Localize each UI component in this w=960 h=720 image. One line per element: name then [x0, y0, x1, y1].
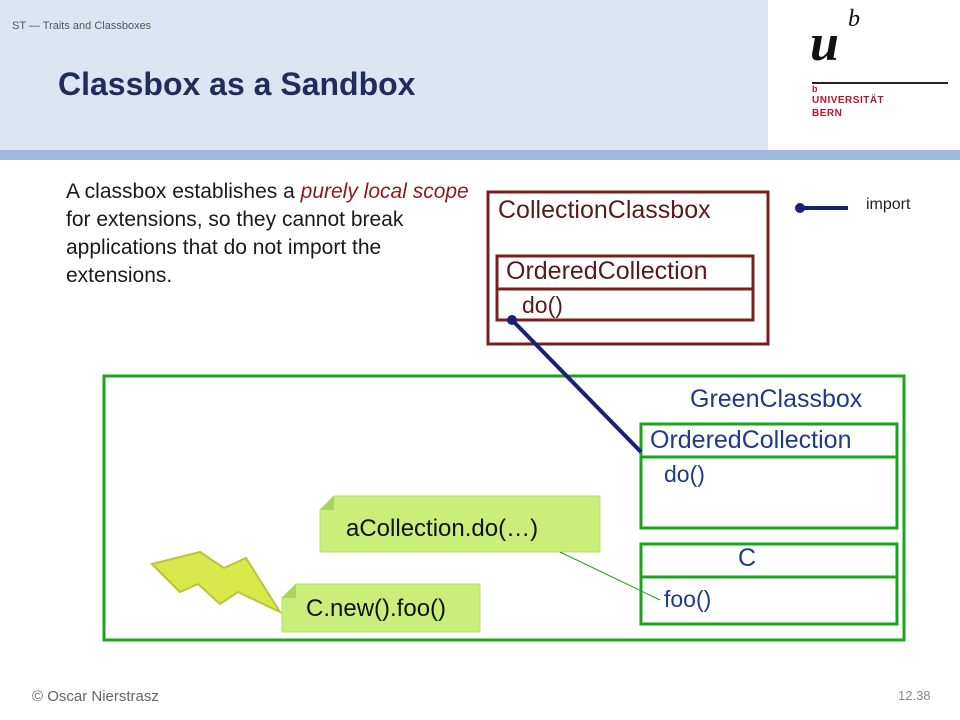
green-class2-body	[639, 575, 899, 626]
footer-author: © Oscar Nierstrasz	[32, 688, 159, 705]
note2-text: C.new().foo()	[306, 595, 447, 622]
import-link-dot	[507, 315, 517, 325]
green-class2-method: foo()	[664, 586, 712, 612]
logo-small-b: b	[812, 84, 818, 94]
green-classbox-frame	[102, 374, 906, 642]
body-text-emphasis: purely local scope	[300, 180, 469, 203]
import-link-line	[510, 318, 643, 454]
body-paragraph: A classbox establishes a purely local sc…	[66, 178, 486, 290]
green-class1-name: OrderedCollection	[650, 426, 852, 454]
body-text-part1: A classbox establishes a	[66, 180, 301, 203]
collection-classbox-title: CollectionClassbox	[498, 196, 711, 224]
collection-class-method: do()	[522, 292, 563, 318]
collection-classbox-frame	[486, 190, 770, 346]
body-text-part2: for extensions, so they cannot break app…	[66, 208, 404, 287]
green-classbox-title: GreenClassbox	[690, 385, 863, 413]
lightning-bolt-icon	[150, 550, 283, 615]
green-class2-header	[639, 542, 899, 579]
green-class2-name: C	[738, 544, 757, 572]
logo-rule	[812, 82, 948, 84]
import-legend-label: import	[866, 196, 911, 213]
collection-class-body	[495, 287, 755, 322]
course-label: ST — Traits and Classboxes	[12, 20, 152, 32]
footer-page-number: 12.38	[898, 688, 931, 703]
import-legend-dot	[795, 203, 805, 213]
logo-letter: u	[810, 15, 839, 72]
slide-title: Classbox as a Sandbox	[58, 66, 416, 102]
logo-text-line1: UNIVERSITÄT	[812, 95, 885, 106]
collection-class-header	[495, 254, 755, 291]
header-divider	[0, 150, 960, 160]
logo-text-line2: BERN	[812, 108, 843, 119]
note2-fold	[282, 584, 296, 598]
note1-connector	[559, 551, 661, 601]
green-class1-method: do()	[664, 461, 705, 487]
university-logo: u b b UNIVERSITÄT BERN	[768, 0, 960, 150]
green-class1-header	[639, 422, 899, 459]
green-class1-body	[639, 455, 899, 530]
header-background	[0, 0, 768, 150]
note1-fold	[320, 496, 334, 510]
note1-text: aCollection.do(…)	[346, 515, 539, 542]
collection-class-name: OrderedCollection	[506, 257, 708, 285]
logo-superscript: b	[848, 6, 860, 32]
